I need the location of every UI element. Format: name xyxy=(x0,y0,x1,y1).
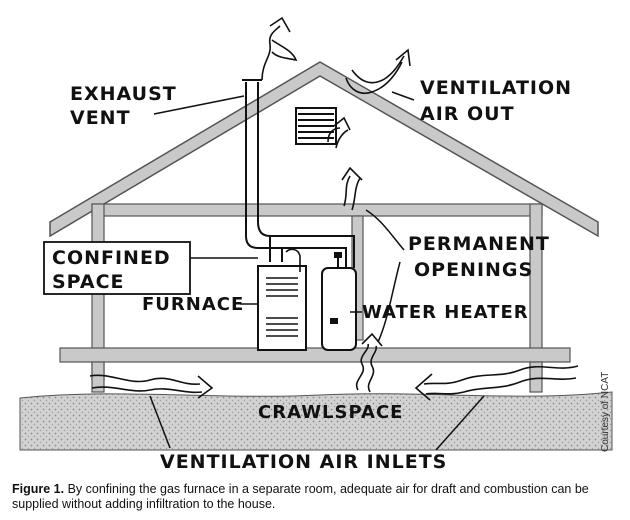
figure-caption: Figure 1. By confining the gas furnace i… xyxy=(12,482,618,512)
water-heater xyxy=(321,252,357,351)
ventilation-out-label-line1: VENTILATION xyxy=(420,77,572,99)
ceiling-band xyxy=(91,203,543,217)
exhaust-vent-label-line1: EXHAUST xyxy=(70,83,177,105)
attic-rise-arrow xyxy=(327,127,349,149)
furnace xyxy=(257,265,307,351)
image-credit: Courtesy of NCAT xyxy=(600,371,611,452)
ventilation-out-arrow xyxy=(345,55,405,94)
ventilation-out-arrow-head xyxy=(395,48,411,67)
water-heater-label: WATER HEATER xyxy=(362,302,529,323)
exhaust-out-arrow xyxy=(261,25,298,81)
permanent-openings-leader-2 xyxy=(377,261,401,343)
ventilation-inlets-label: VENTILATION AIR INLETS xyxy=(160,451,447,473)
confined-space-label-line1: CONFINED xyxy=(52,247,171,269)
exhaust-vent-leader xyxy=(153,95,245,115)
house-rise-arrow xyxy=(343,175,361,211)
left-inlet-arrow-head xyxy=(197,375,214,399)
figure-number: Figure 1. xyxy=(12,482,65,496)
foundation-right xyxy=(529,361,543,393)
right-inlet-arrow-head xyxy=(414,373,433,401)
inlets-leader-right xyxy=(435,395,485,451)
ventilation-out-label-line2: AIR OUT xyxy=(420,103,515,125)
exhaust-vent-pipe xyxy=(242,79,355,268)
permanent-openings-leader-1 xyxy=(365,209,405,251)
permanent-openings-label-line1: PERMANENT xyxy=(408,233,550,255)
floor-slab xyxy=(59,347,571,363)
furnace-flue-arrow xyxy=(285,248,301,272)
ground xyxy=(19,391,613,451)
exhaust-out-arrow-head xyxy=(269,16,291,33)
confined-space-label-line2: SPACE xyxy=(52,271,125,293)
attic-rise-arrow-head xyxy=(333,116,351,131)
confined-space-box xyxy=(43,241,191,295)
inlets-leader-left xyxy=(149,395,171,449)
crawlspace-rise-arrow xyxy=(355,343,378,393)
roof xyxy=(49,61,599,238)
crawlspace-label: CRAWLSPACE xyxy=(258,402,403,423)
caption-text: By confining the gas furnace in a separa… xyxy=(12,482,589,511)
exhaust-vent-label-line2: VENT xyxy=(70,107,131,129)
permanent-openings-label-line2: OPENINGS xyxy=(414,259,533,281)
furnace-label: FURNACE xyxy=(142,294,244,315)
left-inlet-arrow xyxy=(89,374,203,394)
right-inlet-arrow xyxy=(423,365,579,395)
ventilation-out-leader xyxy=(391,91,415,101)
foundation-left xyxy=(91,361,105,393)
attic-vent xyxy=(295,107,337,145)
house-rise-arrow-head xyxy=(341,166,363,181)
